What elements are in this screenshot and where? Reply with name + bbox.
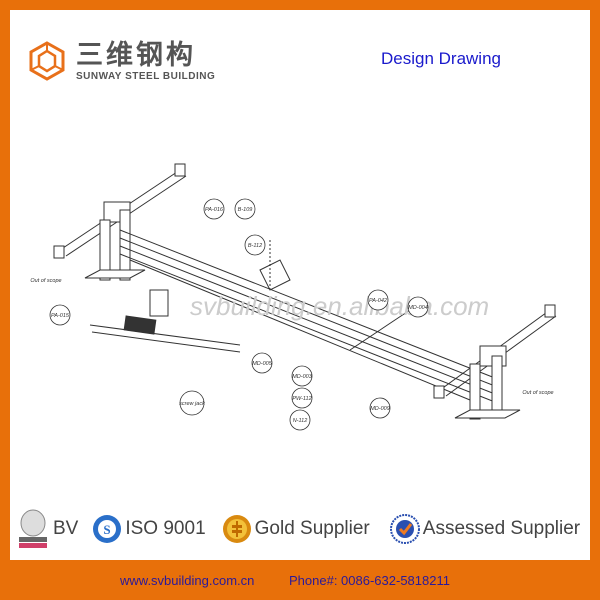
gold-supplier-icon xyxy=(222,515,251,543)
callout-b-112: B-112 xyxy=(248,243,262,249)
callout-pw-112: PW-112 xyxy=(292,396,311,402)
callout-md-004: MD-004 xyxy=(408,305,428,311)
bureau-veritas-icon xyxy=(19,509,47,548)
badge-bv: BV xyxy=(16,509,78,549)
brand-name-cn: 三维钢构 xyxy=(76,39,196,71)
callout-pa-042: PA-042 xyxy=(369,298,387,304)
callout-pa-015: PA-015 xyxy=(51,313,70,319)
technical-drawing-svg: svbuilding.en.alibaba.com PA-016 B-109 B… xyxy=(30,163,557,431)
brand-name-en: SUNWAY STEEL BUILDING xyxy=(76,70,216,82)
website-link[interactable]: www.svbuilding.com.cn xyxy=(120,572,255,588)
phone-number: Phone#: 0086-632-5818211 xyxy=(289,572,450,588)
badge-assessed-supplier: Assessed Supplier xyxy=(389,514,580,544)
label-screw-jack: screw jack xyxy=(179,401,205,407)
callout-n-112: N-112 xyxy=(293,418,308,424)
hexagon-logo-icon xyxy=(29,41,65,81)
company-logo: 三维钢构 SUNWAY STEEL BUILDING xyxy=(26,40,215,82)
callout-b-109: B-109 xyxy=(238,207,253,213)
callout-pa-016: PA-016 xyxy=(205,207,224,213)
label-out-of-scope-left: Out of scope xyxy=(30,278,61,284)
certification-badges: BV S ISO 9001 Gold Supplier xyxy=(10,504,590,554)
badge-gold-supplier: Gold Supplier xyxy=(222,514,370,544)
page-title: Design Drawing xyxy=(381,49,501,68)
svg-text:S: S xyxy=(104,522,111,537)
label-out-of-scope-right: Out of scope xyxy=(522,390,553,396)
assessed-supplier-icon xyxy=(389,514,420,544)
callout-md-009: MD-009 xyxy=(370,406,390,412)
callout-md-005: MD-005 xyxy=(252,361,273,367)
badge-iso: S ISO 9001 xyxy=(92,514,206,544)
watermark: svbuilding.en.alibaba.com xyxy=(190,291,489,321)
iso-icon: S xyxy=(93,515,122,543)
design-drawing: svbuilding.en.alibaba.com PA-016 B-109 B… xyxy=(30,150,570,470)
callout-md-003: MD-003 xyxy=(292,374,313,380)
content-panel: 三维钢构 SUNWAY STEEL BUILDING Design Drawin… xyxy=(10,10,590,560)
footer-bar: www.svbuilding.com.cn Phone#: 0086-632-5… xyxy=(0,560,600,600)
